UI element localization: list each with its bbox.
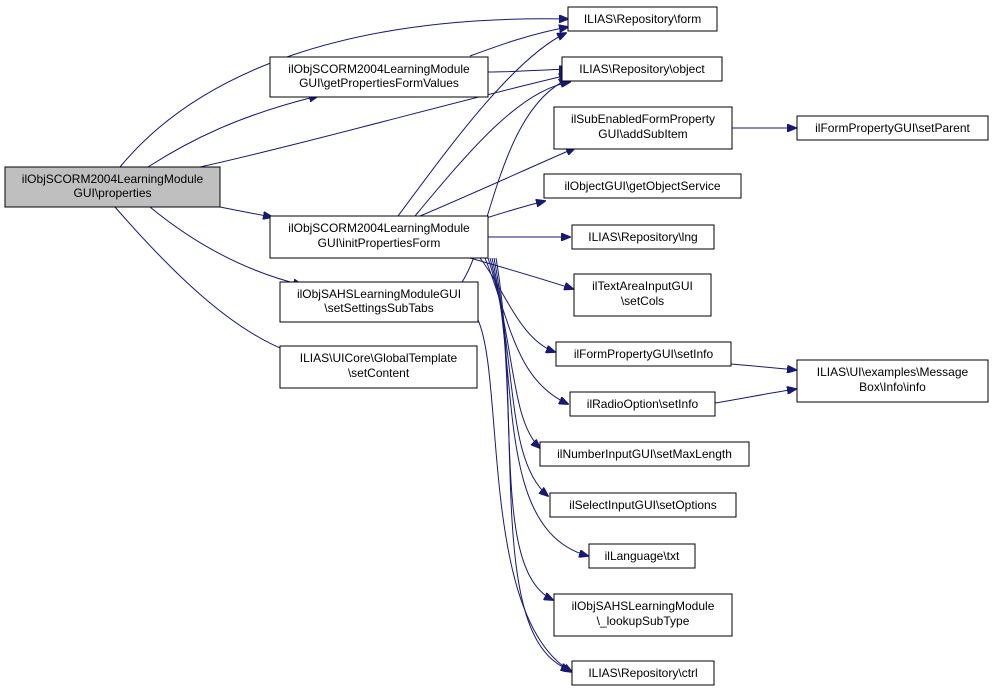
node-repository-lng[interactable]: ILIAS\Repository\lng	[571, 224, 715, 250]
edge-ipf-to-repository-ctrl	[495, 257, 570, 670]
edge-ipf-to-repository-form	[397, 33, 566, 217]
node-set-max-length[interactable]: ilNumberInputGUI\setMaxLength	[539, 441, 750, 467]
edge-ipf-to-radio-option-set-info	[484, 257, 568, 404]
edge-ipf-to-language-txt	[491, 257, 588, 556]
node-label-line: ILIAS\UICore\GlobalTemplate	[300, 351, 458, 365]
node-label-line: GUI\properties	[73, 186, 151, 200]
node-form-property-set-info[interactable]: ilFormPropertyGUI\setInfo	[555, 341, 732, 367]
node-label-line: ILIAS\UI\examples\Message	[817, 365, 969, 379]
edge-gpfv-to-repository-object	[487, 69, 568, 72]
node-label-line: ilObjSCORM2004LearningModule	[22, 172, 204, 186]
node-lookup-sub-type[interactable]: ilObjSAHSLearningModule \_lookupSubType	[553, 593, 733, 637]
node-label-line: ILIAS\Repository\ctrl	[588, 666, 697, 680]
edge-ipf-to-set-max-length	[487, 257, 540, 448]
node-label-line: GUI\getPropertiesFormValues	[299, 76, 459, 90]
node-label-line: ilTextAreaInputGUI	[592, 279, 693, 293]
node-label-line: \_lookupSubType	[597, 614, 690, 628]
node-label-line: ilObjectGUI\getObjectService	[564, 179, 720, 193]
edge-ipf-to-set-cols	[469, 257, 573, 289]
node-label-line: ILIAS\Repository\lng	[588, 230, 697, 244]
node-set-cols[interactable]: ilTextAreaInputGUI \setCols	[573, 273, 712, 317]
node-label-line: ilNumberInputGUI\setMaxLength	[557, 447, 732, 461]
edge-form-property-set-info-to-message-box-info	[730, 363, 796, 370]
edge-ipf-to-add-sub-item	[419, 148, 575, 217]
node-label-line: ilObjSAHSLearningModuleGUI	[297, 287, 461, 301]
node-get-properties-form-values[interactable]: ilObjSCORM2004LearningModule GUI\getProp…	[269, 56, 489, 98]
edge-ipf-to-get-object-service	[479, 201, 545, 221]
node-set-settings-sub-tabs[interactable]: ilObjSAHSLearningModuleGUI \setSettingsS…	[279, 281, 479, 323]
node-label-line: Box\Info\info	[859, 380, 926, 394]
node-label-line: \setSettingsSubTabs	[324, 301, 433, 315]
node-repository-ctrl[interactable]: ILIAS\Repository\ctrl	[571, 660, 715, 686]
edge-root-to-init-properties-form	[219, 206, 272, 217]
edge-radio-option-set-info-to-message-box-info	[714, 389, 796, 404]
node-label-line: GUI\addSubItem	[598, 127, 687, 141]
node-label-line: ilSelectInputGUI\setOptions	[569, 498, 716, 512]
node-repository-object[interactable]: ILIAS\Repository\object	[561, 56, 723, 82]
node-set-options[interactable]: ilSelectInputGUI\setOptions	[549, 492, 737, 518]
node-label-line: ilFormPropertyGUI\setInfo	[574, 347, 714, 361]
node-label-line: ilObjSCORM2004LearningModule	[288, 62, 470, 76]
node-label-line: ilObjSAHSLearningModule	[572, 599, 715, 613]
node-set-parent[interactable]: ilFormPropertyGUI\setParent	[796, 115, 989, 141]
node-message-box-info[interactable]: ILIAS\UI\examples\Message Box\Info\info	[796, 359, 989, 403]
node-label-line: ilObjSCORM2004LearningModule	[288, 221, 470, 235]
node-label-line: GUI\initPropertiesForm	[318, 236, 441, 250]
node-label-line: ILIAS\Repository\form	[584, 12, 701, 26]
edge-root-to-global-template-set-content	[114, 206, 290, 352]
node-label-line: ilSubEnabledFormProperty	[571, 112, 715, 126]
node-label-line: \setContent	[348, 366, 410, 380]
node-label-line: ILIAS\Repository\object	[579, 62, 705, 76]
node-label-line: ilFormPropertyGUI\setParent	[815, 121, 970, 135]
node-init-properties-form[interactable]: ilObjSCORM2004LearningModule GUI\initPro…	[269, 215, 489, 259]
edge-root-to-set-settings-sub-tabs	[149, 206, 302, 285]
edge-ipf-to-form-property-set-info	[479, 257, 555, 352]
node-radio-option-set-info[interactable]: ilRadioOption\setInfo	[569, 391, 716, 417]
node-label-line: ilLanguage\txt	[605, 549, 680, 563]
node-label-line: ilRadioOption\setInfo	[587, 397, 699, 411]
node-get-object-service[interactable]: ilObjectGUI\getObjectService	[543, 173, 742, 199]
edge-ssst-to-repository-object	[461, 79, 568, 283]
edge-root-to-repository-object	[199, 75, 568, 168]
node-repository-form[interactable]: ILIAS\Repository\form	[567, 6, 718, 32]
node-language-txt[interactable]: ilLanguage\txt	[588, 543, 696, 569]
node-add-sub-item[interactable]: ilSubEnabledFormProperty GUI\addSubItem	[553, 106, 733, 150]
edge-ipf-to-repository-object	[414, 82, 570, 217]
edge-ssst-to-repository-ctrl	[477, 319, 572, 672]
edge-root-to-repository-form	[119, 19, 568, 168]
node-root[interactable]: ilObjSCORM2004LearningModule GUI\propert…	[4, 166, 221, 208]
node-label-line: \setCols	[621, 294, 664, 308]
edge-root-to-get-properties-form-values	[147, 96, 318, 168]
node-global-template-set-content[interactable]: ILIAS\UICore\GlobalTemplate \setContent	[279, 345, 478, 389]
edge-gpfv-to-repository-form	[469, 27, 568, 57]
